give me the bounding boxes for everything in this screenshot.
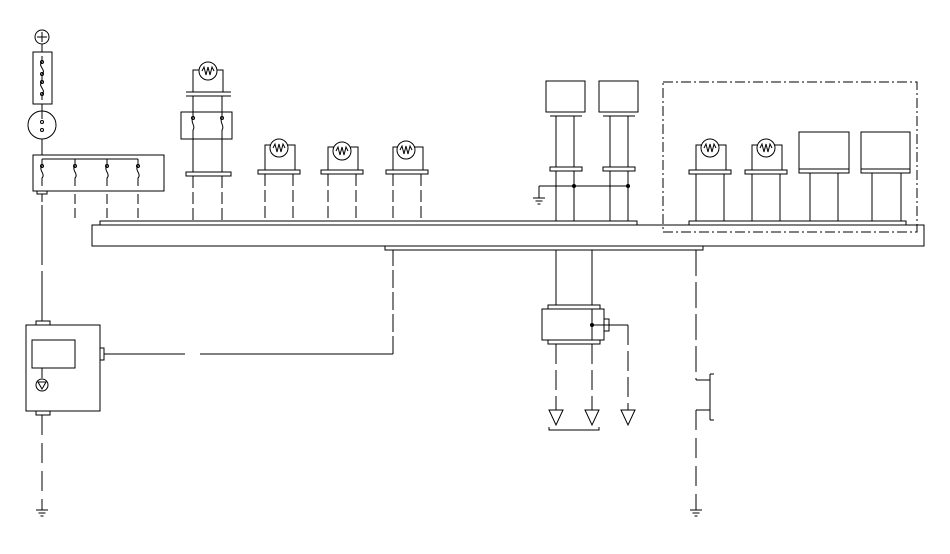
lamp-icon	[744, 138, 788, 221]
ignition-switch-icon	[27, 110, 57, 155]
ground-icon	[533, 197, 545, 205]
fuse-icon	[73, 159, 77, 186]
ground-tie-wire	[538, 184, 630, 198]
ground-icon	[690, 505, 702, 517]
fuse-icon	[136, 159, 140, 186]
control-module-icon	[25, 320, 105, 416]
connector-block-icon	[798, 131, 850, 221]
relay-icon	[180, 111, 233, 221]
lamp-icon	[688, 138, 732, 221]
fuse-box-icon	[32, 154, 165, 221]
lamp-icon	[257, 138, 301, 221]
output-connector-icon	[541, 250, 629, 410]
sub-harness-strip	[688, 220, 907, 226]
connector-block-icon	[860, 131, 911, 221]
ground-icon	[36, 505, 48, 517]
main-harness-bus	[91, 220, 925, 251]
output-arrow-icon	[548, 409, 564, 427]
connector-block-icon	[545, 80, 586, 221]
power-terminal-icon	[34, 29, 50, 52]
main-fuse-icon	[32, 51, 53, 111]
connector-block-icon	[598, 80, 639, 221]
push-switch-icon	[696, 373, 714, 421]
output-arrow-icon	[584, 409, 600, 427]
output-arrow-icon	[620, 409, 636, 427]
fuse-icon	[105, 159, 109, 186]
lamp-icon	[320, 141, 364, 221]
output-bracket	[548, 427, 600, 431]
relay-lamp-icon	[186, 61, 231, 112]
lamp-icon	[385, 140, 429, 221]
optional-equipment-boundary	[662, 81, 918, 233]
fuse-icon	[40, 159, 44, 186]
